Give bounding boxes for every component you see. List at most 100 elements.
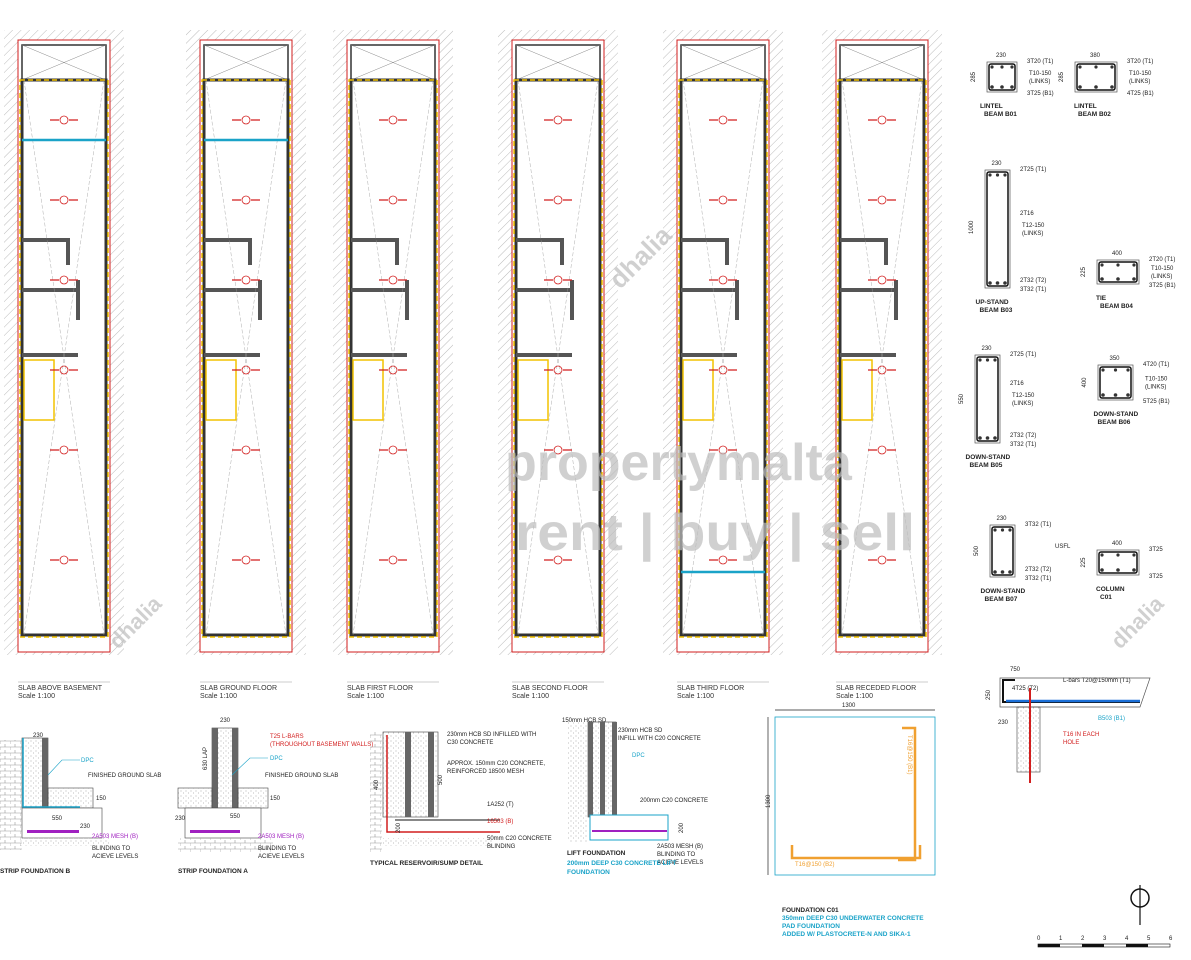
plan-scale: Scale 1:100 <box>347 693 384 700</box>
beam-label: 230 <box>992 161 1003 167</box>
beam-label: 2T16 <box>1010 381 1024 387</box>
sump-detail: 230mm HCB SD INFILLED WITH C30 CONCRETE … <box>370 731 552 867</box>
plan-title: SLAB THIRD FLOOR <box>677 685 744 692</box>
rebar-label: T16@150 (B1) <box>906 735 912 774</box>
beam-label: 400 <box>1082 377 1088 388</box>
dimension-label: 550 <box>230 814 241 820</box>
plan-scale: Scale 1:100 <box>200 693 237 700</box>
beam-label: 3T32 (T1) <box>1010 442 1036 448</box>
beam-label: BEAM B04 <box>1100 303 1133 310</box>
slab-label: FINISHED GROUND SLAB <box>88 773 161 779</box>
beam-label: 225 <box>1081 557 1087 568</box>
watermark-brand: dhalia <box>1106 590 1169 653</box>
beam-label: DOWN-STAND <box>966 454 1011 461</box>
beam-label: 2T32 (T2) <box>1020 278 1046 284</box>
beam-label: 2T32 (T2) <box>1025 567 1051 573</box>
detail-subtitle: ADDED W/ PLASTOCRETE-N AND SIKA-1 <box>782 931 911 938</box>
beam-label: 2T25 (T1) <box>1020 167 1046 173</box>
rebar-label: L-bars T20@150mm (T1) <box>1063 678 1131 684</box>
rebar-label: T16 IN EACH <box>1063 732 1099 738</box>
beam-label: 285 <box>1059 71 1065 82</box>
dimension-label: 230 <box>220 718 231 724</box>
mesh-label: 2A503 MESH (B) <box>657 844 703 850</box>
dimension-label: 230 <box>80 824 91 830</box>
note-label: 230mm HCB SD <box>618 728 663 734</box>
dpc-label: DPC <box>270 756 283 762</box>
bars-label: T25 L-BARS <box>270 734 304 740</box>
scale-tick: 6 <box>1169 936 1173 942</box>
beam-label: BEAM B05 <box>970 462 1003 469</box>
beam-label: (LINKS) <box>1129 79 1150 85</box>
scale-tick: 3 <box>1103 936 1107 942</box>
beam-label: 550 <box>959 393 965 404</box>
beam-label: 3T32 (T1) <box>1025 576 1051 582</box>
rebar-label: 16503 (B) <box>487 819 513 825</box>
dpc-label: DPC <box>632 753 645 759</box>
mesh-label: 2A503 MESH (B) <box>92 834 138 840</box>
scale-tick: 1 <box>1059 936 1063 942</box>
beam-label: (LINKS) <box>1145 385 1166 391</box>
beam-label: 3T25 (B1) <box>1027 91 1054 97</box>
dimension-label: 150 <box>96 796 107 802</box>
bars-label: (THROUGHOUT BASEMENT WALLS) <box>270 742 373 748</box>
beam-label: DOWN-STAND <box>981 588 1026 595</box>
detail-title: FOUNDATION C01 <box>782 907 839 914</box>
rebar-label: HOLE <box>1063 740 1079 746</box>
dimension-label: 230 <box>33 733 44 739</box>
blinding-label: BLINDING TO <box>258 846 296 852</box>
strip-foundation-b-detail: 230 DPC FINISHED GROUND SLAB 150 550 230… <box>0 733 161 875</box>
dimension-label: 1300 <box>842 703 856 709</box>
dimension-label: 230 <box>998 720 1009 726</box>
beam-label: 2T25 (T1) <box>1010 352 1036 358</box>
dimension-label: 750 <box>1010 667 1021 673</box>
scale-tick: 5 <box>1147 936 1151 942</box>
beam-label: BEAM B03 <box>980 307 1013 314</box>
beam-label: UP-STAND <box>976 299 1009 306</box>
note-label: REINFORCED 18500 MESH <box>447 769 524 775</box>
beam-label: 3T25 <box>1149 547 1163 553</box>
detail-subtitle: FOUNDATION <box>567 869 610 876</box>
beam-label: T10-150 <box>1145 377 1168 383</box>
beam-label: T12-150 <box>1012 393 1035 399</box>
plan-title: SLAB GROUND FLOOR <box>200 685 277 692</box>
note-label: C30 CONCRETE <box>447 740 493 746</box>
lap-label: 630 LAP <box>203 747 209 770</box>
beam-label: (LINKS) <box>1151 274 1172 280</box>
blinding-label: ACIEVE LEVELS <box>92 854 138 860</box>
dpc-label: DPC <box>81 758 94 764</box>
note-label: INFILL WITH C20 CONCRETE <box>618 736 701 742</box>
dimension-label: 500 <box>438 774 444 785</box>
beam-label: 500 <box>974 545 980 556</box>
plan-title: SLAB SECOND FLOOR <box>512 685 588 692</box>
dimension-label: 230 <box>175 816 186 822</box>
beam-label: (LINKS) <box>1022 231 1043 237</box>
beam-label: LINTEL <box>980 103 1003 110</box>
blinding-label: BLINDING TO <box>657 852 695 858</box>
beam-label: 2T32 (T2) <box>1010 433 1036 439</box>
beam-section-b03: 230 1000 2T25 (T1) T12-150 (LINKS) 2T16 2T32 (… <box>969 161 1046 314</box>
foundation-c01-detail: 1300 1300 T16@150 (B1) T16@150 (B2) FOUN… <box>766 703 936 938</box>
beam-label: 4T25 (B1) <box>1127 91 1154 97</box>
mesh-label: 2A503 MESH (B) <box>258 834 304 840</box>
dimension-label: 250 <box>986 689 992 700</box>
beam-label: DOWN-STAND <box>1094 411 1139 418</box>
beam-label: T12-150 <box>1022 223 1045 229</box>
beam-label: 3T25 (B1) <box>1149 283 1176 289</box>
blinding-label: 50mm C20 CONCRETE <box>487 836 552 842</box>
detail-title: STRIP FOUNDATION A <box>178 868 248 875</box>
beam-label: 1000 <box>969 220 975 234</box>
slab-label: FINISHED GROUND SLAB <box>265 773 338 779</box>
beam-label: 2T16 <box>1020 211 1034 217</box>
blinding-label: ACIEVE LEVELS <box>258 854 304 860</box>
beam-label: 400 <box>1112 251 1123 257</box>
dimension-label: 400 <box>374 779 380 790</box>
plan-scale: Scale 1:100 <box>677 693 714 700</box>
note-label: 150mm HCB SD <box>562 718 607 724</box>
beam-label: 400 <box>1112 541 1123 547</box>
